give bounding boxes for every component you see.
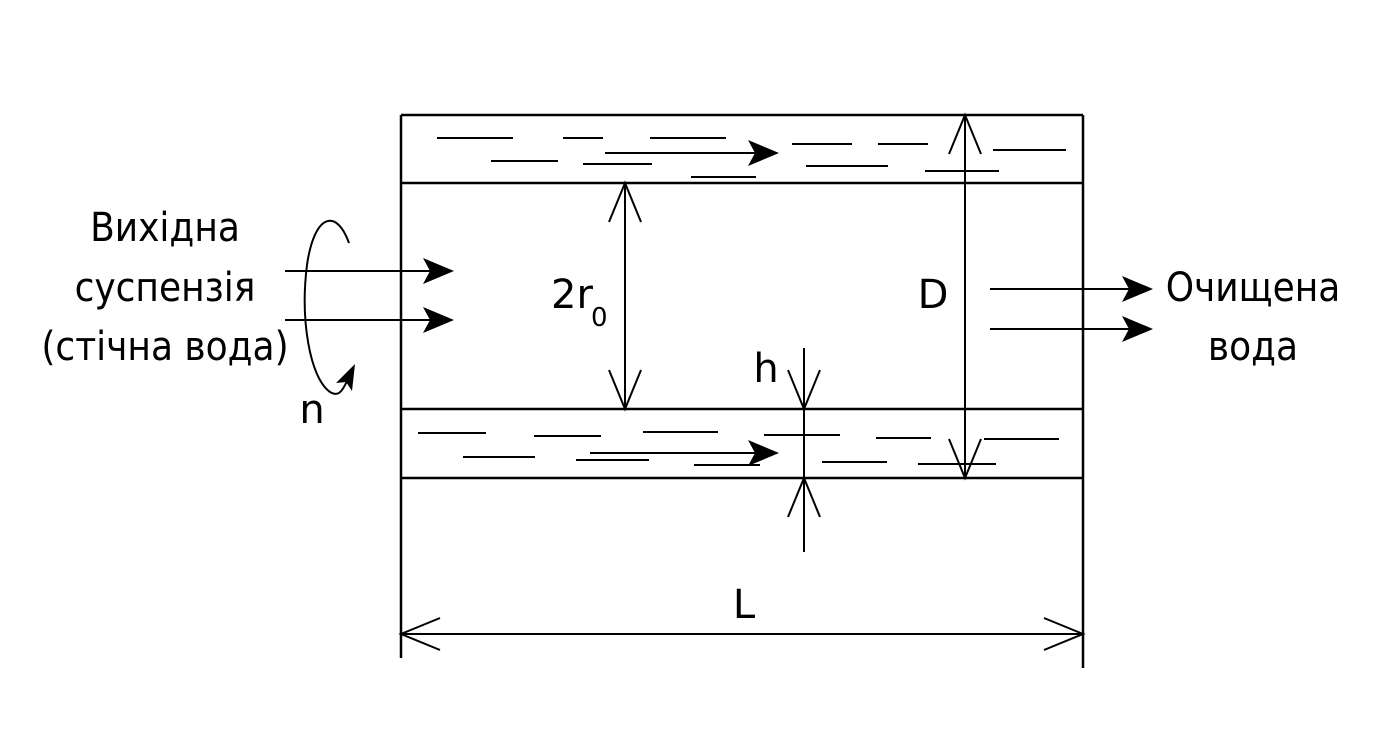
bottom-sediment-layer <box>418 431 1059 466</box>
diameter-label: D <box>918 272 949 318</box>
diameter-dimension <box>948 112 982 481</box>
inlet-arrows <box>285 258 454 333</box>
length-label: L <box>733 582 756 628</box>
radius-label: 2r <box>551 272 593 318</box>
length-dimension <box>398 617 1086 651</box>
outlet-arrows <box>990 276 1153 342</box>
top-flow-arrow <box>605 140 779 166</box>
top-sediment-layer <box>437 137 1066 178</box>
layer-thickness-dimension <box>787 348 821 552</box>
rotation-speed-label: n <box>299 387 324 433</box>
radius-subscript: 0 <box>591 303 608 333</box>
layer-thickness-label: h <box>753 346 778 392</box>
outlet-label-line2: вода <box>1208 324 1298 370</box>
outlet-label-line1: Очищена <box>1166 265 1341 311</box>
inlet-label-line3: (стічна вода) <box>41 324 288 370</box>
rotation-arrow <box>303 219 355 395</box>
inlet-label-line1: Вихідна <box>90 205 240 251</box>
bottom-flow-arrow <box>590 440 779 466</box>
radius-dimension <box>608 180 642 412</box>
rotor-body <box>399 113 1085 668</box>
inlet-label-line2: суспензія <box>75 265 256 311</box>
